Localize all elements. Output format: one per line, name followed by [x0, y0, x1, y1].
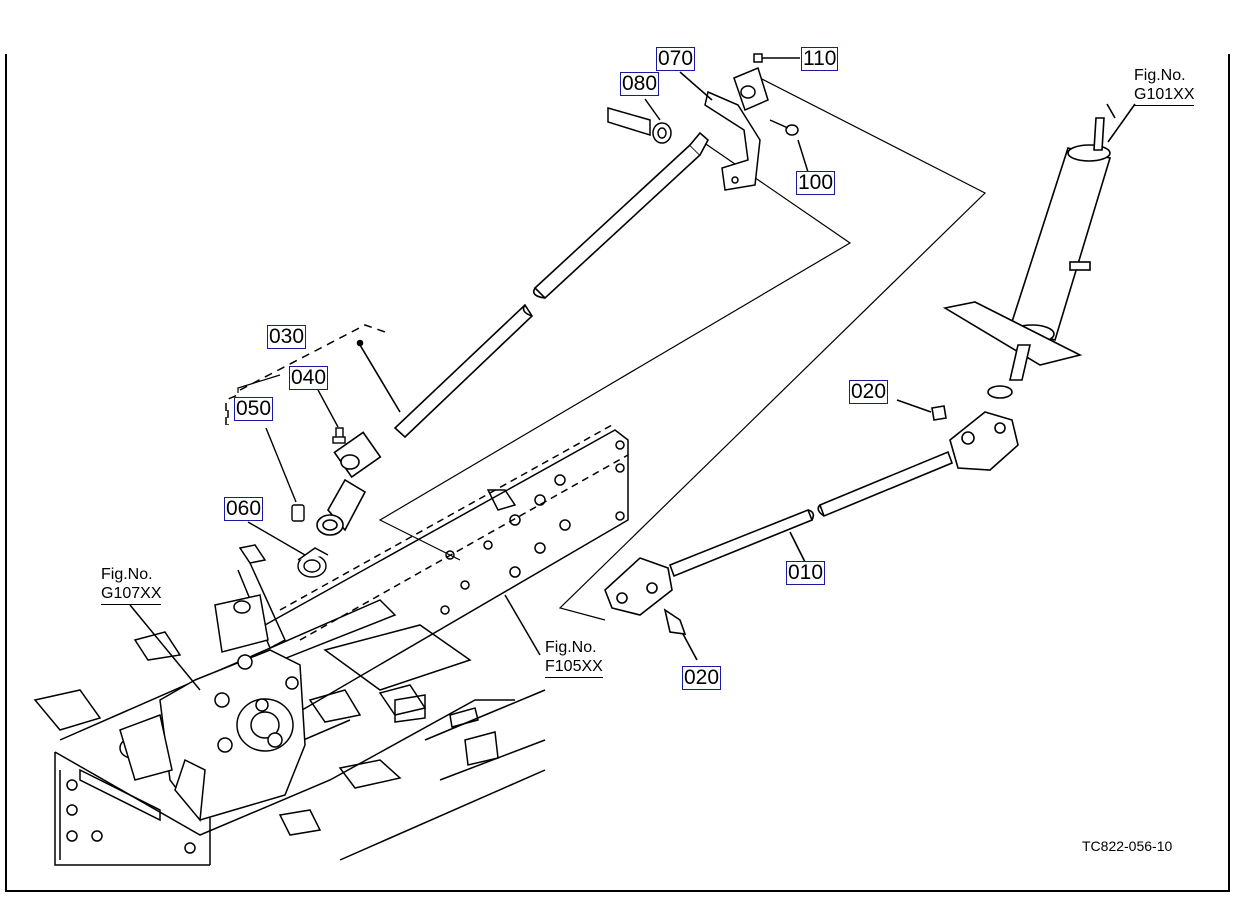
figref-g107[interactable]: Fig.No. G107XX [101, 565, 162, 605]
callout-110[interactable]: 110 [800, 47, 839, 71]
column-bracket [607, 53, 809, 191]
callout-020-upper[interactable]: 020 [848, 380, 889, 404]
figref-g107-line2: G107XX [101, 584, 162, 605]
figref-f105-line2: F105XX [545, 657, 603, 678]
callout-050[interactable]: 050 [233, 397, 274, 421]
small-fittings [247, 389, 346, 578]
figref-g107-line1: Fig.No. [101, 566, 153, 583]
figref-f105-line1: Fig.No. [545, 639, 597, 656]
figref-f105[interactable]: Fig.No. F105XX [545, 638, 603, 678]
dashed-brackets [225, 324, 386, 425]
callout-020-lower[interactable]: 020 [681, 666, 722, 690]
upper-steering-shaft [316, 131, 710, 536]
callout-030[interactable]: 030 [266, 325, 307, 349]
callout-080[interactable]: 080 [619, 72, 660, 96]
group-outline-lines [237, 77, 987, 621]
callout-100[interactable]: 100 [795, 171, 836, 195]
page-border [5, 54, 1230, 892]
drawing-code: TC822-056-10 [1082, 838, 1173, 854]
callout-040[interactable]: 040 [288, 366, 329, 390]
callout-010[interactable]: 010 [785, 561, 826, 585]
callout-060[interactable]: 060 [223, 497, 264, 521]
steering-column [942, 103, 1136, 399]
figref-g101-line2: G101XX [1134, 85, 1195, 106]
callout-070[interactable]: 070 [655, 47, 696, 71]
steering-unit [119, 594, 306, 822]
figref-g101[interactable]: Fig.No. G101XX [1134, 66, 1195, 106]
chassis-frame [33, 424, 629, 866]
intermediate-shaft [604, 399, 1019, 661]
figref-g101-line1: Fig.No. [1134, 67, 1186, 84]
